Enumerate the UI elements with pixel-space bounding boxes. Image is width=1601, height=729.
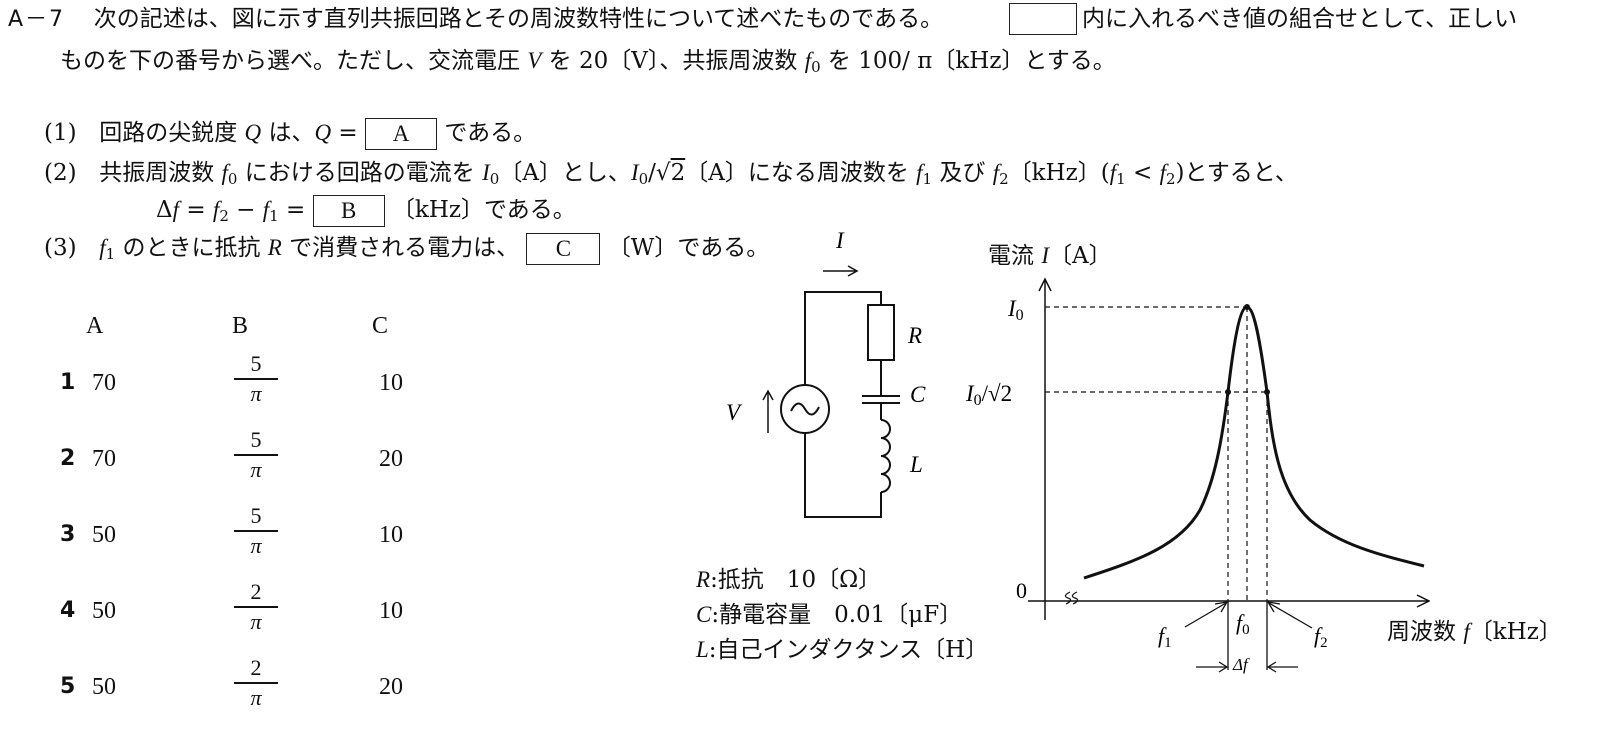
option-5-C: 20 bbox=[379, 674, 403, 700]
var-f0: f bbox=[804, 48, 812, 73]
series-resonant-circuit: I V R C L bbox=[726, 228, 926, 518]
option-1-A: 70 bbox=[92, 370, 116, 396]
intro-text-1-tail: 内に入れるべき値の組合せとして、正しい bbox=[1082, 6, 1518, 32]
blank-box-example bbox=[1009, 3, 1077, 35]
option-4-number[interactable]: 4 bbox=[60, 598, 76, 623]
option-3-C: 10 bbox=[379, 522, 403, 548]
tick-I0: I0 bbox=[1007, 296, 1024, 324]
answer-box-B: B bbox=[312, 195, 385, 227]
mark-f2: f2 bbox=[1314, 623, 1328, 651]
origin-label: 0 bbox=[1016, 578, 1027, 603]
intro-text-1: 次の記述は、図に示す直列共振回路とその周波数特性について述べたものである。 bbox=[93, 6, 944, 32]
header-A: A bbox=[86, 313, 104, 339]
option-1-C: 10 bbox=[379, 370, 403, 396]
option-4-C: 10 bbox=[379, 598, 403, 624]
delta-f-label: Δf bbox=[1232, 655, 1250, 674]
question-header: A－7 次の記述は、図に示す直列共振回路とその周波数特性について述べたものである… bbox=[8, 4, 943, 35]
option-3-number[interactable]: 3 bbox=[60, 522, 76, 547]
voltage-label: V bbox=[726, 400, 743, 425]
graph-x-axis-label: 周波数 f〔kHz〕 bbox=[1387, 619, 1562, 645]
intro-text-2: ものを下の番号から選べ。ただし、交流電圧 V を 20〔V〕、共振周波数 f0 … bbox=[60, 48, 1116, 76]
inductor-label: L bbox=[909, 452, 923, 477]
option-3-A: 50 bbox=[92, 522, 116, 548]
capacitor-label: C bbox=[910, 382, 926, 407]
resonance-curve bbox=[1083, 305, 1425, 580]
var-V: V bbox=[527, 48, 542, 73]
header-C: C bbox=[372, 313, 389, 339]
resistor-label: R bbox=[907, 323, 922, 348]
option-2-number[interactable]: 2 bbox=[60, 446, 76, 471]
option-5-number[interactable]: 5 bbox=[60, 674, 76, 699]
mark-f1: f1 bbox=[1158, 623, 1172, 651]
current-label: I bbox=[835, 228, 845, 253]
mark-f0: f0 bbox=[1236, 610, 1250, 638]
statement-1: (1) 回路の尖鋭度 Q は、Q = A である。 bbox=[44, 118, 536, 150]
tick-I0-root2: I0/√2 bbox=[965, 381, 1012, 409]
legend-R: R:抵抗 10〔Ω〕 bbox=[696, 567, 882, 593]
option-2-C: 20 bbox=[379, 446, 403, 472]
option-5-A: 50 bbox=[92, 674, 116, 700]
statement-2: (2) 共振周波数 f0 における回路の電流を I0〔A〕とし、I0/√2〔A〕… bbox=[44, 160, 1298, 188]
option-1-number[interactable]: 1 bbox=[60, 370, 76, 395]
answer-box-C: C bbox=[526, 233, 601, 265]
option-2-A: 70 bbox=[92, 446, 116, 472]
frequency-response-graph: I0 I0/√2 0 f1 f0 f2 Δf bbox=[965, 277, 1430, 674]
header-B: B bbox=[232, 313, 249, 339]
question-label: A－7 bbox=[8, 7, 66, 32]
option-4-A: 50 bbox=[92, 598, 116, 624]
answer-box-A: A bbox=[365, 118, 437, 150]
legend-L: L:自己インダクタンス〔H〕 bbox=[696, 637, 989, 663]
statement-2-line2: Δf = f2 − f1 = B 〔kHz〕である。 bbox=[156, 195, 576, 227]
legend-C: C:静電容量 0.01〔μF〕 bbox=[696, 602, 963, 628]
statement-3: (3) f1 のときに抵抗 R で消費される電力は、 C 〔W〕である。 bbox=[44, 233, 770, 265]
graph-y-axis-label: 電流 I〔A〕 bbox=[988, 243, 1112, 269]
